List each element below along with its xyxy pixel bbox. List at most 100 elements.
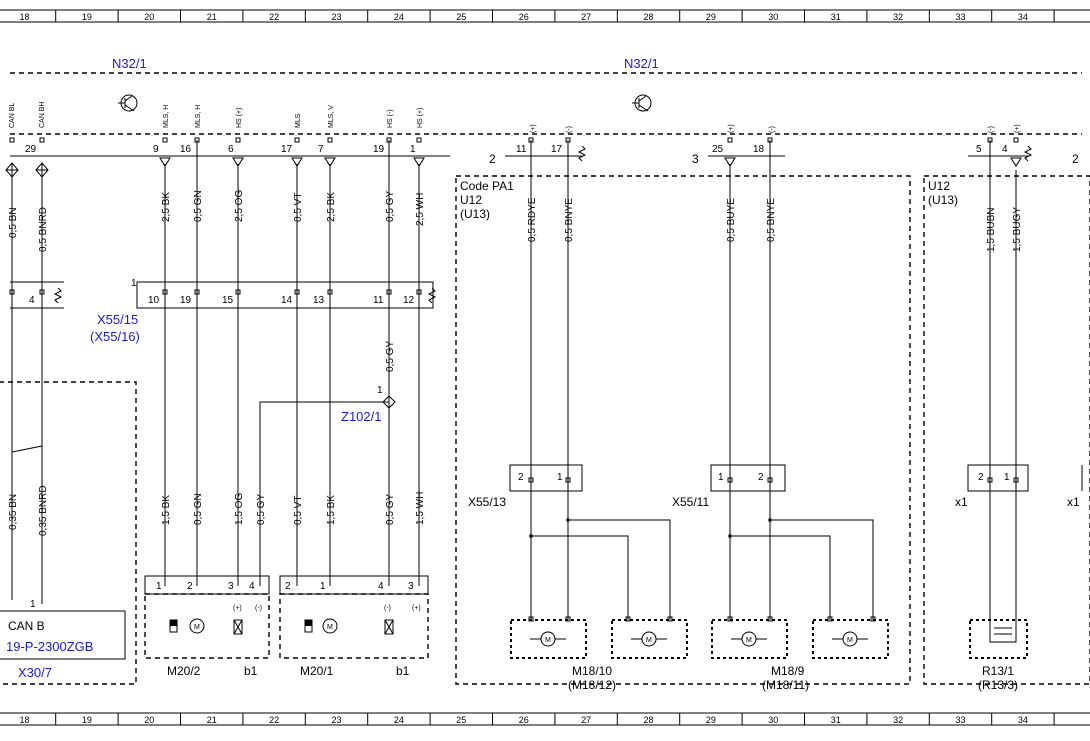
wire-label: 0,5 BNYE: [766, 198, 777, 242]
pin-socket: [625, 616, 631, 622]
m202-box: [144, 593, 270, 659]
grid-number: 20: [144, 12, 154, 22]
pin-number: 14: [281, 295, 293, 306]
wire-label: 1,5 OG: [234, 493, 245, 525]
grid-number: 33: [956, 12, 966, 22]
grid-number: 32: [893, 715, 903, 725]
pin-socket: [727, 477, 733, 483]
splice-diamond-icon: [382, 395, 396, 409]
pin-number: 1: [410, 144, 416, 155]
m201-name: M20/1: [300, 664, 334, 678]
wire-label: 0,5 GY: [385, 494, 396, 525]
pin-number: 4: [29, 295, 35, 306]
code-u12: U12: [460, 193, 482, 207]
x307-ref: X30/7: [18, 665, 52, 680]
module-label-left: N32/1: [112, 56, 147, 71]
x5511-connector: [710, 464, 786, 492]
splice-dot: [768, 518, 772, 522]
pin-label: (+): [530, 124, 537, 133]
pin-socket: [767, 137, 773, 143]
code-pa1-box: [455, 175, 911, 685]
m202-connector: [144, 575, 270, 595]
grid-number: 28: [644, 12, 654, 22]
pin-socket: [767, 616, 773, 622]
pin-number: 1: [156, 581, 162, 592]
splice-dot: [728, 534, 732, 538]
m1810-motors: M M: [510, 619, 688, 659]
switch-fill: [170, 620, 177, 626]
x5515-group: 1: [131, 278, 137, 289]
pin-number: 1: [718, 472, 724, 483]
splice-dot: [529, 534, 533, 538]
x5515-pin-numbers: 4 10 19 15 14 13 11 12: [29, 295, 415, 306]
group-number: 3: [692, 152, 699, 166]
pin-socket: [727, 137, 733, 143]
pin-socket: [194, 289, 200, 295]
pin-number: 17: [551, 144, 563, 155]
pin-socket: [528, 616, 534, 622]
pin-socket: [39, 289, 45, 295]
x1b-name: x1: [1067, 495, 1080, 509]
motor-letter: M: [646, 637, 652, 644]
pin-label: MLS, H: [195, 105, 202, 128]
m189-name: M18/9: [771, 664, 805, 678]
switch-fill: [305, 620, 312, 626]
grid-number: 26: [519, 12, 529, 22]
wire-label: 1,5 BK: [161, 495, 172, 525]
heater-box: [969, 619, 1028, 659]
grid-number: 21: [207, 12, 217, 22]
motor-icon: M: [322, 618, 338, 634]
shield-squiggle: [577, 145, 587, 162]
grid-number: 25: [456, 12, 466, 22]
r131-name: R13/1: [982, 664, 1014, 678]
pin-socket: [386, 289, 392, 295]
pin-label: HS (+): [417, 108, 424, 128]
wire-label: 2,5 WH: [415, 193, 426, 226]
z102-pin: 1: [377, 385, 383, 396]
grid-number: 18: [20, 12, 30, 22]
polarity-sign: (+): [412, 605, 421, 612]
top-pin-labels: CAN BL CAN BH MLS, H MLS, H HS (+) MLS M…: [9, 102, 1021, 133]
pin-number: 3: [228, 581, 234, 592]
wire-label: 1,5 BK: [326, 495, 337, 525]
wire-label: 0,5 BNYE: [564, 198, 575, 242]
x1-name: x1: [955, 495, 968, 509]
part-number: 19-P-2300ZGB: [6, 639, 93, 654]
grid-number: 32: [893, 12, 903, 22]
group-number: 2: [1072, 152, 1079, 166]
left-component-box: [0, 381, 137, 685]
pin-number: 2: [187, 581, 193, 592]
motor-letter: M: [847, 637, 853, 644]
pin-number: 18: [753, 144, 765, 155]
pin-label: MLS: [295, 113, 302, 128]
pin-number: 13: [313, 295, 325, 306]
pin-number: 1: [1004, 472, 1010, 483]
shield-squiggle: [427, 287, 437, 304]
grid-number: 23: [332, 715, 342, 725]
m201-box: [279, 593, 429, 659]
pin-number: 2: [518, 472, 524, 483]
pin-number: 16: [180, 144, 192, 155]
grid-number: 21: [207, 715, 217, 725]
wire-label: 1,5 BUBN: [986, 208, 997, 252]
pin-socket: [9, 289, 15, 295]
wire-label: 2,5 OG: [234, 190, 245, 222]
wire-label: 0,5 GY: [385, 191, 396, 222]
pin-socket: [386, 137, 392, 143]
wire-label: 2,5 BK: [161, 192, 172, 222]
pin-socket: [1013, 477, 1019, 483]
m1810-name: M18/10: [572, 664, 612, 678]
pin-label: (-): [566, 126, 573, 133]
code-u12-right: U12: [928, 179, 950, 193]
motor-box: [812, 619, 889, 659]
pin-socket: [987, 137, 993, 143]
b1b-name: b1: [396, 664, 410, 678]
code-title: Code PA1: [460, 179, 514, 193]
pin-label: (-): [769, 126, 776, 133]
grid-number: 33: [956, 715, 966, 725]
transistor-icon: [632, 94, 652, 112]
pin-number: 9: [153, 144, 159, 155]
pin-triangle: [291, 157, 303, 167]
